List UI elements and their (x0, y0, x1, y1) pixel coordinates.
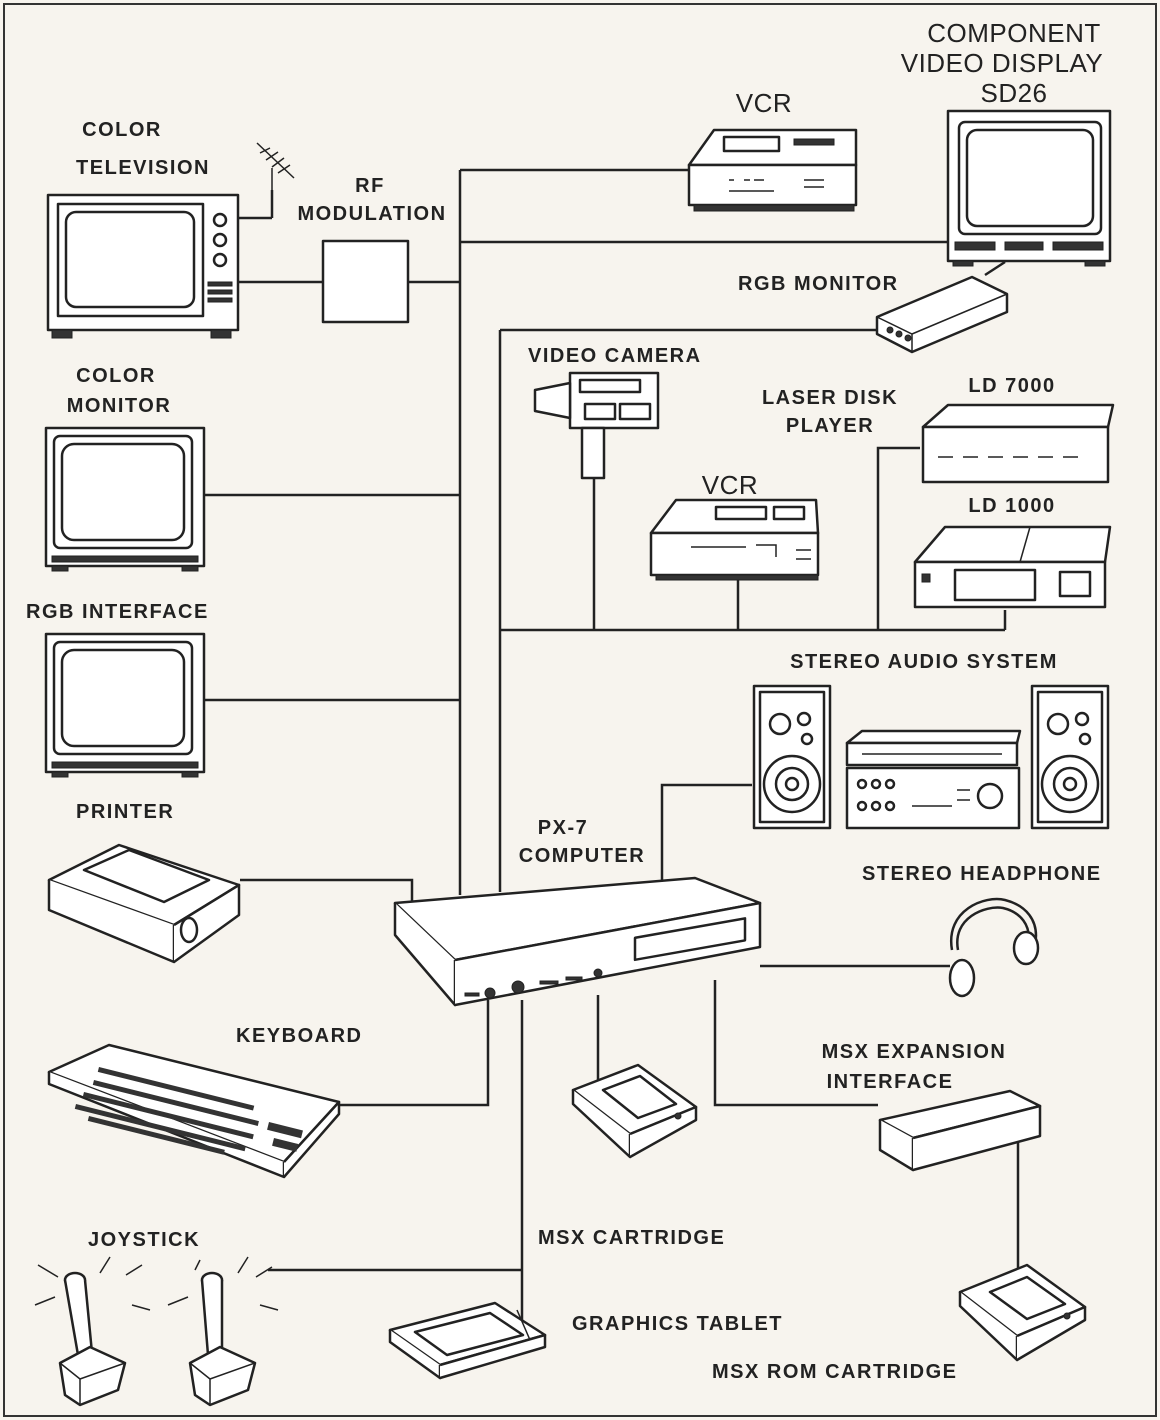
msx-expansion-label-2: INTERFACE (826, 1071, 954, 1093)
rf-modulator-icon (321, 239, 410, 324)
component-display-label-2: VIDEO DISPLAY (900, 48, 1104, 78)
wire-ld7000 (876, 446, 920, 630)
computer-icon (390, 875, 765, 1010)
color-monitor-icon (44, 426, 206, 574)
speaker-icon (1030, 684, 1112, 832)
frame-border (3, 3, 1157, 1417)
joystick-label: JOYSTICK (88, 1229, 201, 1251)
component-display-label-1: COMPONENT (927, 18, 1101, 48)
graphics-tablet-icon (385, 1300, 550, 1382)
cartridge-icon (568, 1062, 700, 1162)
color-monitor-label-2: MONITOR (66, 395, 172, 417)
vcr-icon (684, 125, 862, 215)
vcr-top-label: VCR (735, 88, 793, 118)
stereo-audio-label: STEREO AUDIO SYSTEM (790, 651, 1058, 673)
keyboard-icon (44, 1042, 344, 1182)
laser-disk-label-2: PLAYER (785, 415, 875, 437)
rf-modulation-label-2: MODULATION (297, 203, 447, 225)
amplifier-icon (842, 728, 1024, 833)
wire-expansion (713, 980, 878, 1107)
vcr-icon (646, 495, 826, 583)
graphics-tablet-label: GRAPHICS TABLET (572, 1313, 784, 1335)
rgb-monitor-label: RGB MONITOR (738, 273, 899, 295)
headphone-icon (940, 890, 1050, 1005)
wire-keyboard (340, 1000, 490, 1107)
msx-cartridge-label: MSX CARTRIDGE (538, 1227, 726, 1249)
vcr-mid-label: VCR (701, 470, 759, 500)
component-display-label-3: SD26 (980, 78, 1048, 108)
speaker-icon (752, 684, 834, 832)
video-camera-label: VIDEO CAMERA (528, 345, 702, 367)
wire-audio (660, 783, 752, 880)
stereo-headphone-label: STEREO HEADPHONE (862, 863, 1102, 885)
color-television-label-2: TELEVISION (76, 157, 210, 179)
video-camera-icon (530, 368, 665, 483)
ld1000-label: LD 1000 (968, 495, 1056, 517)
color-monitor-label-1: COLOR (76, 365, 156, 387)
wire-printer (240, 878, 414, 905)
keyboard-label: KEYBOARD (236, 1025, 363, 1047)
color-television-label: COLOR (82, 119, 162, 141)
laser-disk-player-icon (918, 402, 1118, 487)
printer-label: PRINTER (76, 801, 175, 823)
television-icon (46, 192, 241, 342)
rgb-interface-label: RGB INTERFACE (26, 601, 209, 623)
rgb-monitor-box-icon (872, 272, 1012, 357)
joystick-icon (30, 1255, 170, 1410)
cartridge-icon (955, 1262, 1090, 1364)
laser-disk-player-icon (910, 522, 1115, 612)
expansion-interface-icon (875, 1088, 1045, 1173)
msx-rom-cartridge-label: MSX ROM CARTRIDGE (712, 1361, 958, 1383)
wire-display-to-rgb (984, 260, 1006, 277)
antenna-icon (252, 138, 302, 198)
ld7000-label: LD 7000 (968, 375, 1056, 397)
rf-modulation-label: RF (355, 175, 385, 197)
display-monitor-icon (945, 108, 1115, 268)
joystick-icon (160, 1255, 300, 1410)
printer-icon (44, 840, 244, 970)
px7-label-1: PX-7 (537, 817, 589, 839)
px7-label-2: COMPUTER (518, 845, 646, 867)
laser-disk-label-1: LASER DISK (761, 387, 899, 409)
color-monitor-icon (44, 632, 206, 780)
msx-expansion-label-1: MSX EXPANSION (821, 1041, 1007, 1063)
